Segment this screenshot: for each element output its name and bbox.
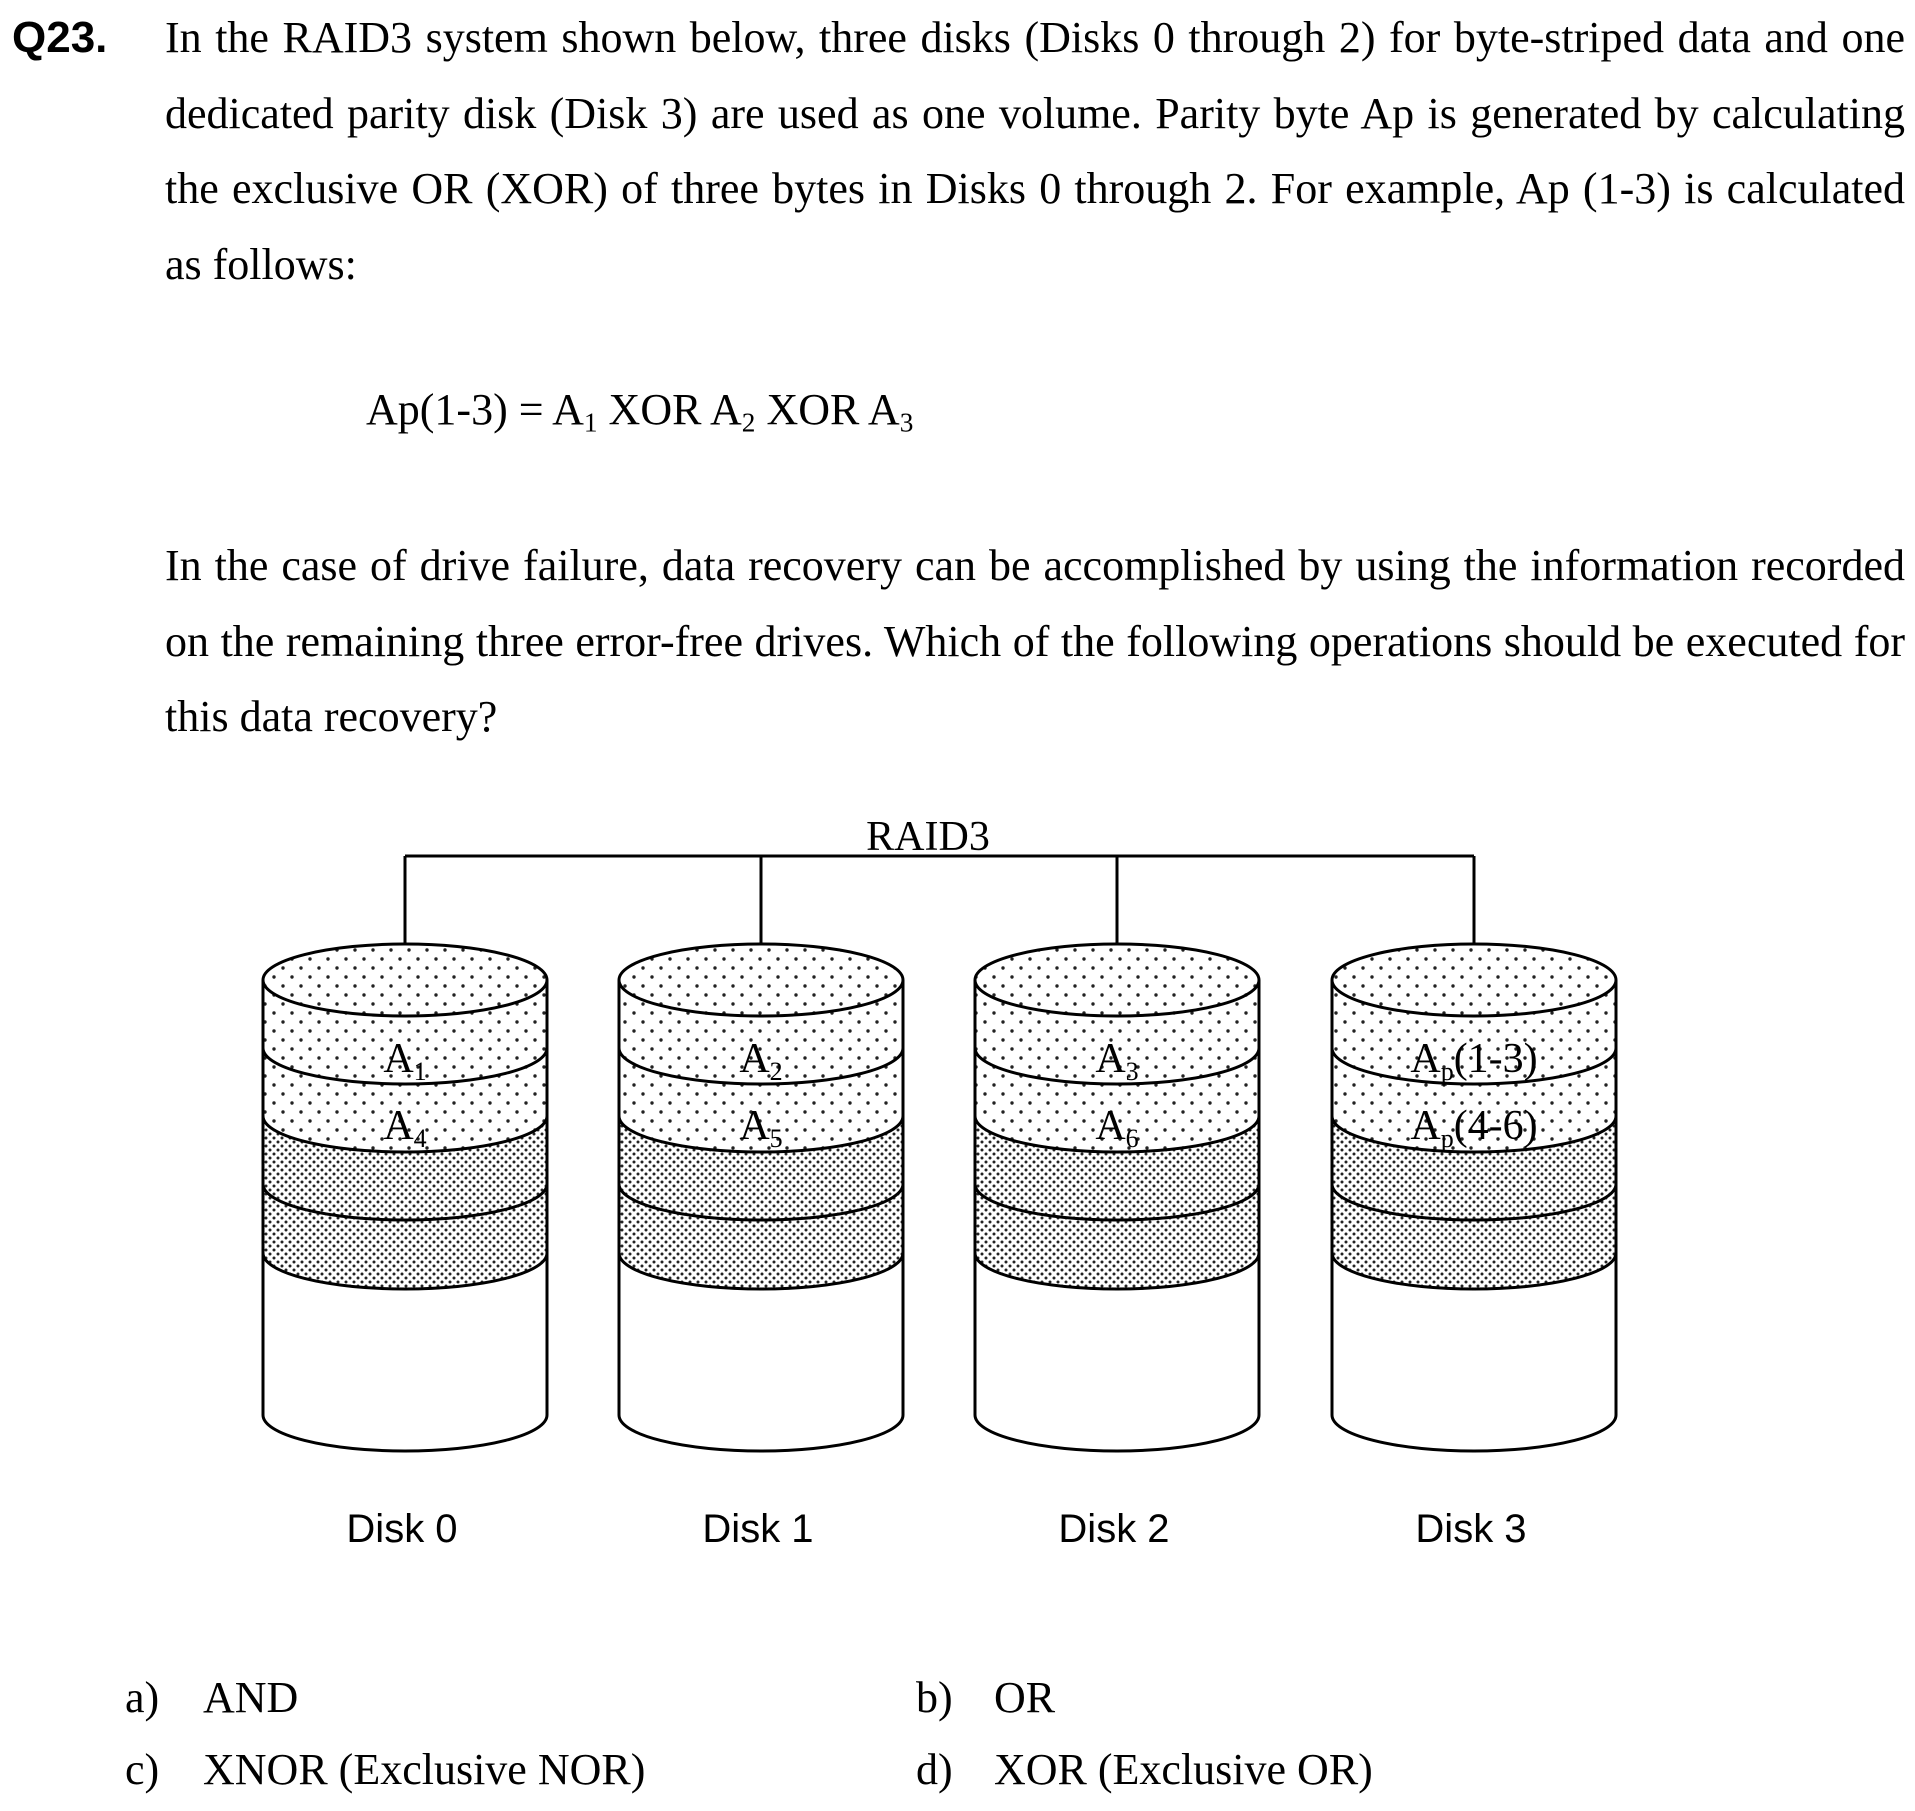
option-d-letter: d) — [916, 1745, 953, 1794]
disk-top — [617, 942, 905, 1018]
raid3-title: RAID3 — [866, 814, 990, 860]
block-label: A2 — [739, 1036, 782, 1086]
disk-data-stripes — [263, 980, 547, 1152]
option-c-text: XNOR (Exclusive NOR) — [203, 1745, 646, 1794]
stripe-boundary — [1330, 1183, 1618, 1222]
block-label: Ap(1-3) — [1410, 1036, 1537, 1086]
disk-empty-stripes — [975, 1116, 1259, 1289]
option-c-letter: c) — [125, 1745, 160, 1794]
option-d-text: XOR (Exclusive OR) — [994, 1745, 1373, 1794]
stripe-boundary — [617, 1115, 905, 1154]
option-a-text: AND — [203, 1673, 299, 1722]
option-b[interactable]: b) OR — [916, 1668, 1055, 1728]
stripe-boundary — [973, 1252, 1261, 1291]
stripe-boundary — [261, 1252, 549, 1291]
disk-body — [975, 1253, 1259, 1451]
question-paragraph-1: In the RAID3 system shown below, three d… — [165, 13, 1905, 289]
disk-data-stripes — [975, 980, 1259, 1152]
block-label: A1 — [383, 1036, 426, 1086]
formula-op-2: XOR A — [755, 385, 900, 434]
block-label: A4 — [383, 1103, 426, 1153]
stripe-boundary — [261, 1047, 549, 1086]
option-b-text: OR — [994, 1673, 1056, 1722]
disk-body — [263, 1253, 547, 1451]
disk-bottom — [1330, 1414, 1618, 1453]
disk-data-stripes — [619, 980, 903, 1152]
disk-data-stripes — [1332, 980, 1616, 1152]
disk-bottom — [973, 1414, 1261, 1453]
parity-formula: Ap(1-3) = A1 XOR A2 XOR A3 — [366, 380, 913, 440]
disk-body — [1332, 1253, 1616, 1451]
raid-bus — [403, 854, 1476, 980]
option-c[interactable]: c) XNOR (Exclusive NOR) — [125, 1740, 645, 1800]
block-label: A3 — [1095, 1036, 1138, 1086]
stripe-boundary — [617, 1047, 905, 1086]
question-paragraph-2: In the case of drive failure, data recov… — [165, 541, 1905, 741]
disk-top — [1330, 942, 1618, 1018]
stripe-boundary — [617, 1183, 905, 1222]
disk-empty-stripes — [263, 1116, 547, 1289]
question-number: Q23. — [12, 13, 108, 62]
disk-3: Ap(1-3) Ap(4-6) Disk 3 — [1330, 942, 1618, 1551]
option-a-letter: a) — [125, 1673, 160, 1722]
disk-label: Disk 0 — [346, 1507, 457, 1551]
disk-label: Disk 1 — [702, 1507, 813, 1551]
disk-empty-stripes — [1332, 1116, 1616, 1289]
option-d[interactable]: d) XOR (Exclusive OR) — [916, 1740, 1373, 1800]
disk-label: Disk 3 — [1415, 1507, 1526, 1551]
option-a[interactable]: a) AND — [125, 1668, 298, 1728]
disk-label: Disk 2 — [1058, 1507, 1169, 1551]
formula-sub-1: 1 — [583, 407, 598, 438]
stripe-boundary — [973, 1115, 1261, 1154]
stripe-boundary — [1330, 1115, 1618, 1154]
option-b-letter: b) — [916, 1673, 953, 1722]
stripe-boundary — [1330, 1252, 1618, 1291]
stripe-boundary — [617, 1252, 905, 1291]
formula-sub-2: 2 — [741, 407, 756, 438]
disk-top — [261, 942, 549, 1018]
disk-bottom — [617, 1414, 905, 1453]
disk-bottom — [261, 1414, 549, 1453]
disk-body — [619, 1253, 903, 1451]
formula-op-1: XOR A — [597, 385, 742, 434]
stripe-boundary — [1330, 1047, 1618, 1086]
stripe-boundary — [261, 1115, 549, 1154]
disk-top — [973, 942, 1261, 1018]
block-label: A5 — [739, 1103, 782, 1153]
stripe-boundary — [973, 1183, 1261, 1222]
block-label: A6 — [1095, 1103, 1138, 1153]
block-label: Ap(4-6) — [1410, 1103, 1537, 1153]
stripe-boundary — [973, 1047, 1261, 1086]
disk-empty-stripes — [619, 1116, 903, 1289]
formula-lhs: Ap(1-3) = A — [366, 385, 584, 434]
formula-sub-3: 3 — [899, 407, 914, 438]
stripe-boundary — [261, 1183, 549, 1222]
